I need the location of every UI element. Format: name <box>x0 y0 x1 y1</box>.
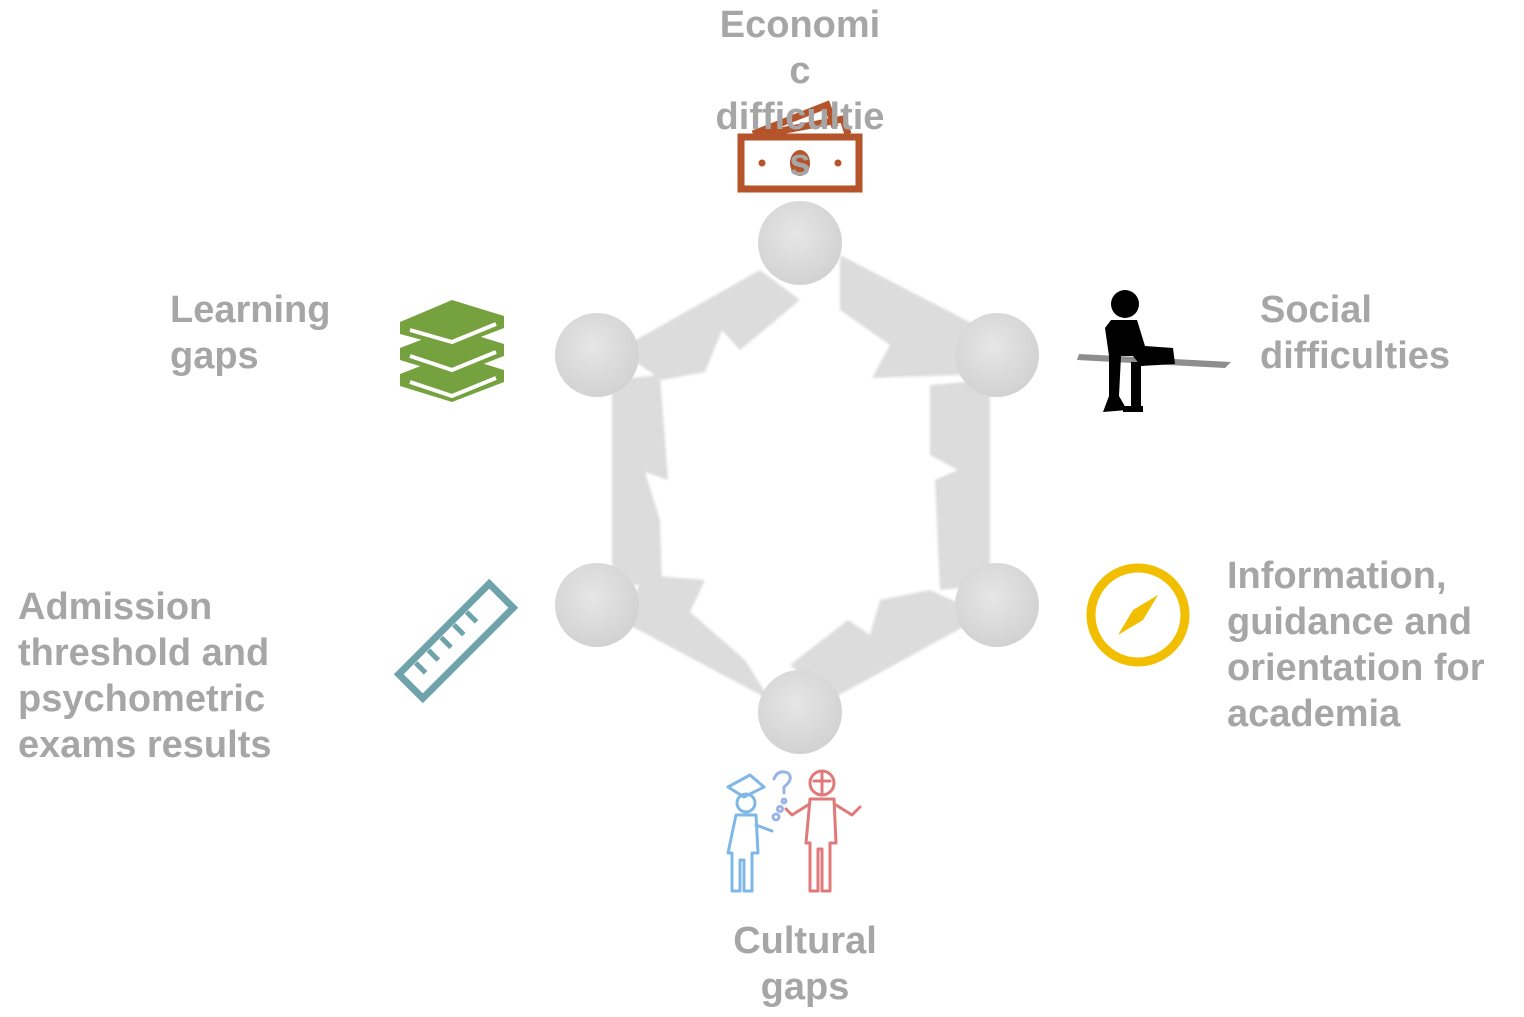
cycle-node-lower-right <box>955 563 1039 647</box>
cycle-arrow-right <box>930 380 990 590</box>
cycle-arrow-bottom-left <box>620 575 770 700</box>
label-admission-threshold: Admission threshold and psychometric exa… <box>18 586 272 766</box>
label-economic-difficulties: Economi c difficultie s <box>715 4 885 184</box>
label-cultural-gaps: Cultural gaps <box>733 920 877 1008</box>
people-talking-icon <box>726 769 862 893</box>
cycle-node-upper-left <box>555 313 639 397</box>
label-social-difficulties: Social difficulties <box>1260 289 1451 377</box>
cycle-arrow-bottom-right <box>790 590 985 700</box>
cycle-arrow-top-left <box>618 270 800 380</box>
books-icon <box>400 300 504 402</box>
label-learning-gaps: Learning gaps <box>170 289 331 377</box>
cycle-node-lower-left <box>555 563 639 647</box>
label-information-guidance: Information, guidance and orientation fo… <box>1227 555 1485 735</box>
compass-icon <box>1086 563 1190 667</box>
ruler-icon <box>393 578 519 704</box>
cycle-arrow-top-right <box>840 255 985 378</box>
cycle-arrow-left <box>612 375 668 585</box>
thinking-person-icon <box>1077 290 1231 412</box>
cycle-node-top <box>758 201 842 285</box>
cycle-node-bottom <box>758 670 842 754</box>
money-icon <box>737 100 863 193</box>
cycle-node-upper-right <box>955 313 1039 397</box>
